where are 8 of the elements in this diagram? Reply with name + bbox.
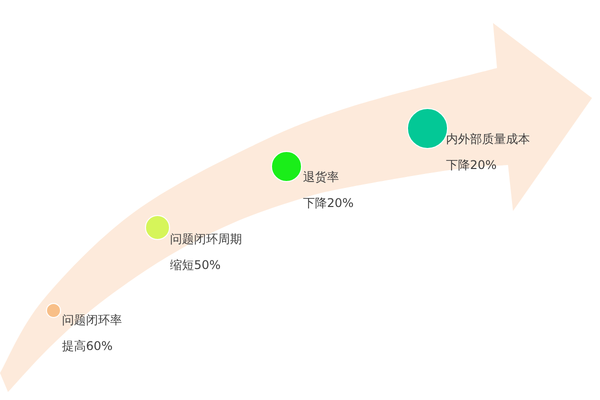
change-value: 下降20%: [303, 196, 354, 210]
change-value: 提高60%: [62, 339, 113, 353]
change-value: 缩短50%: [170, 258, 221, 272]
metric-label: 内外部质量成本: [446, 132, 530, 146]
change-value: 下降20%: [446, 158, 497, 172]
metric-label: 退货率: [303, 170, 339, 184]
metric-label: 问题闭环周期: [170, 232, 242, 246]
metric-label: 问题闭环率: [62, 313, 122, 327]
